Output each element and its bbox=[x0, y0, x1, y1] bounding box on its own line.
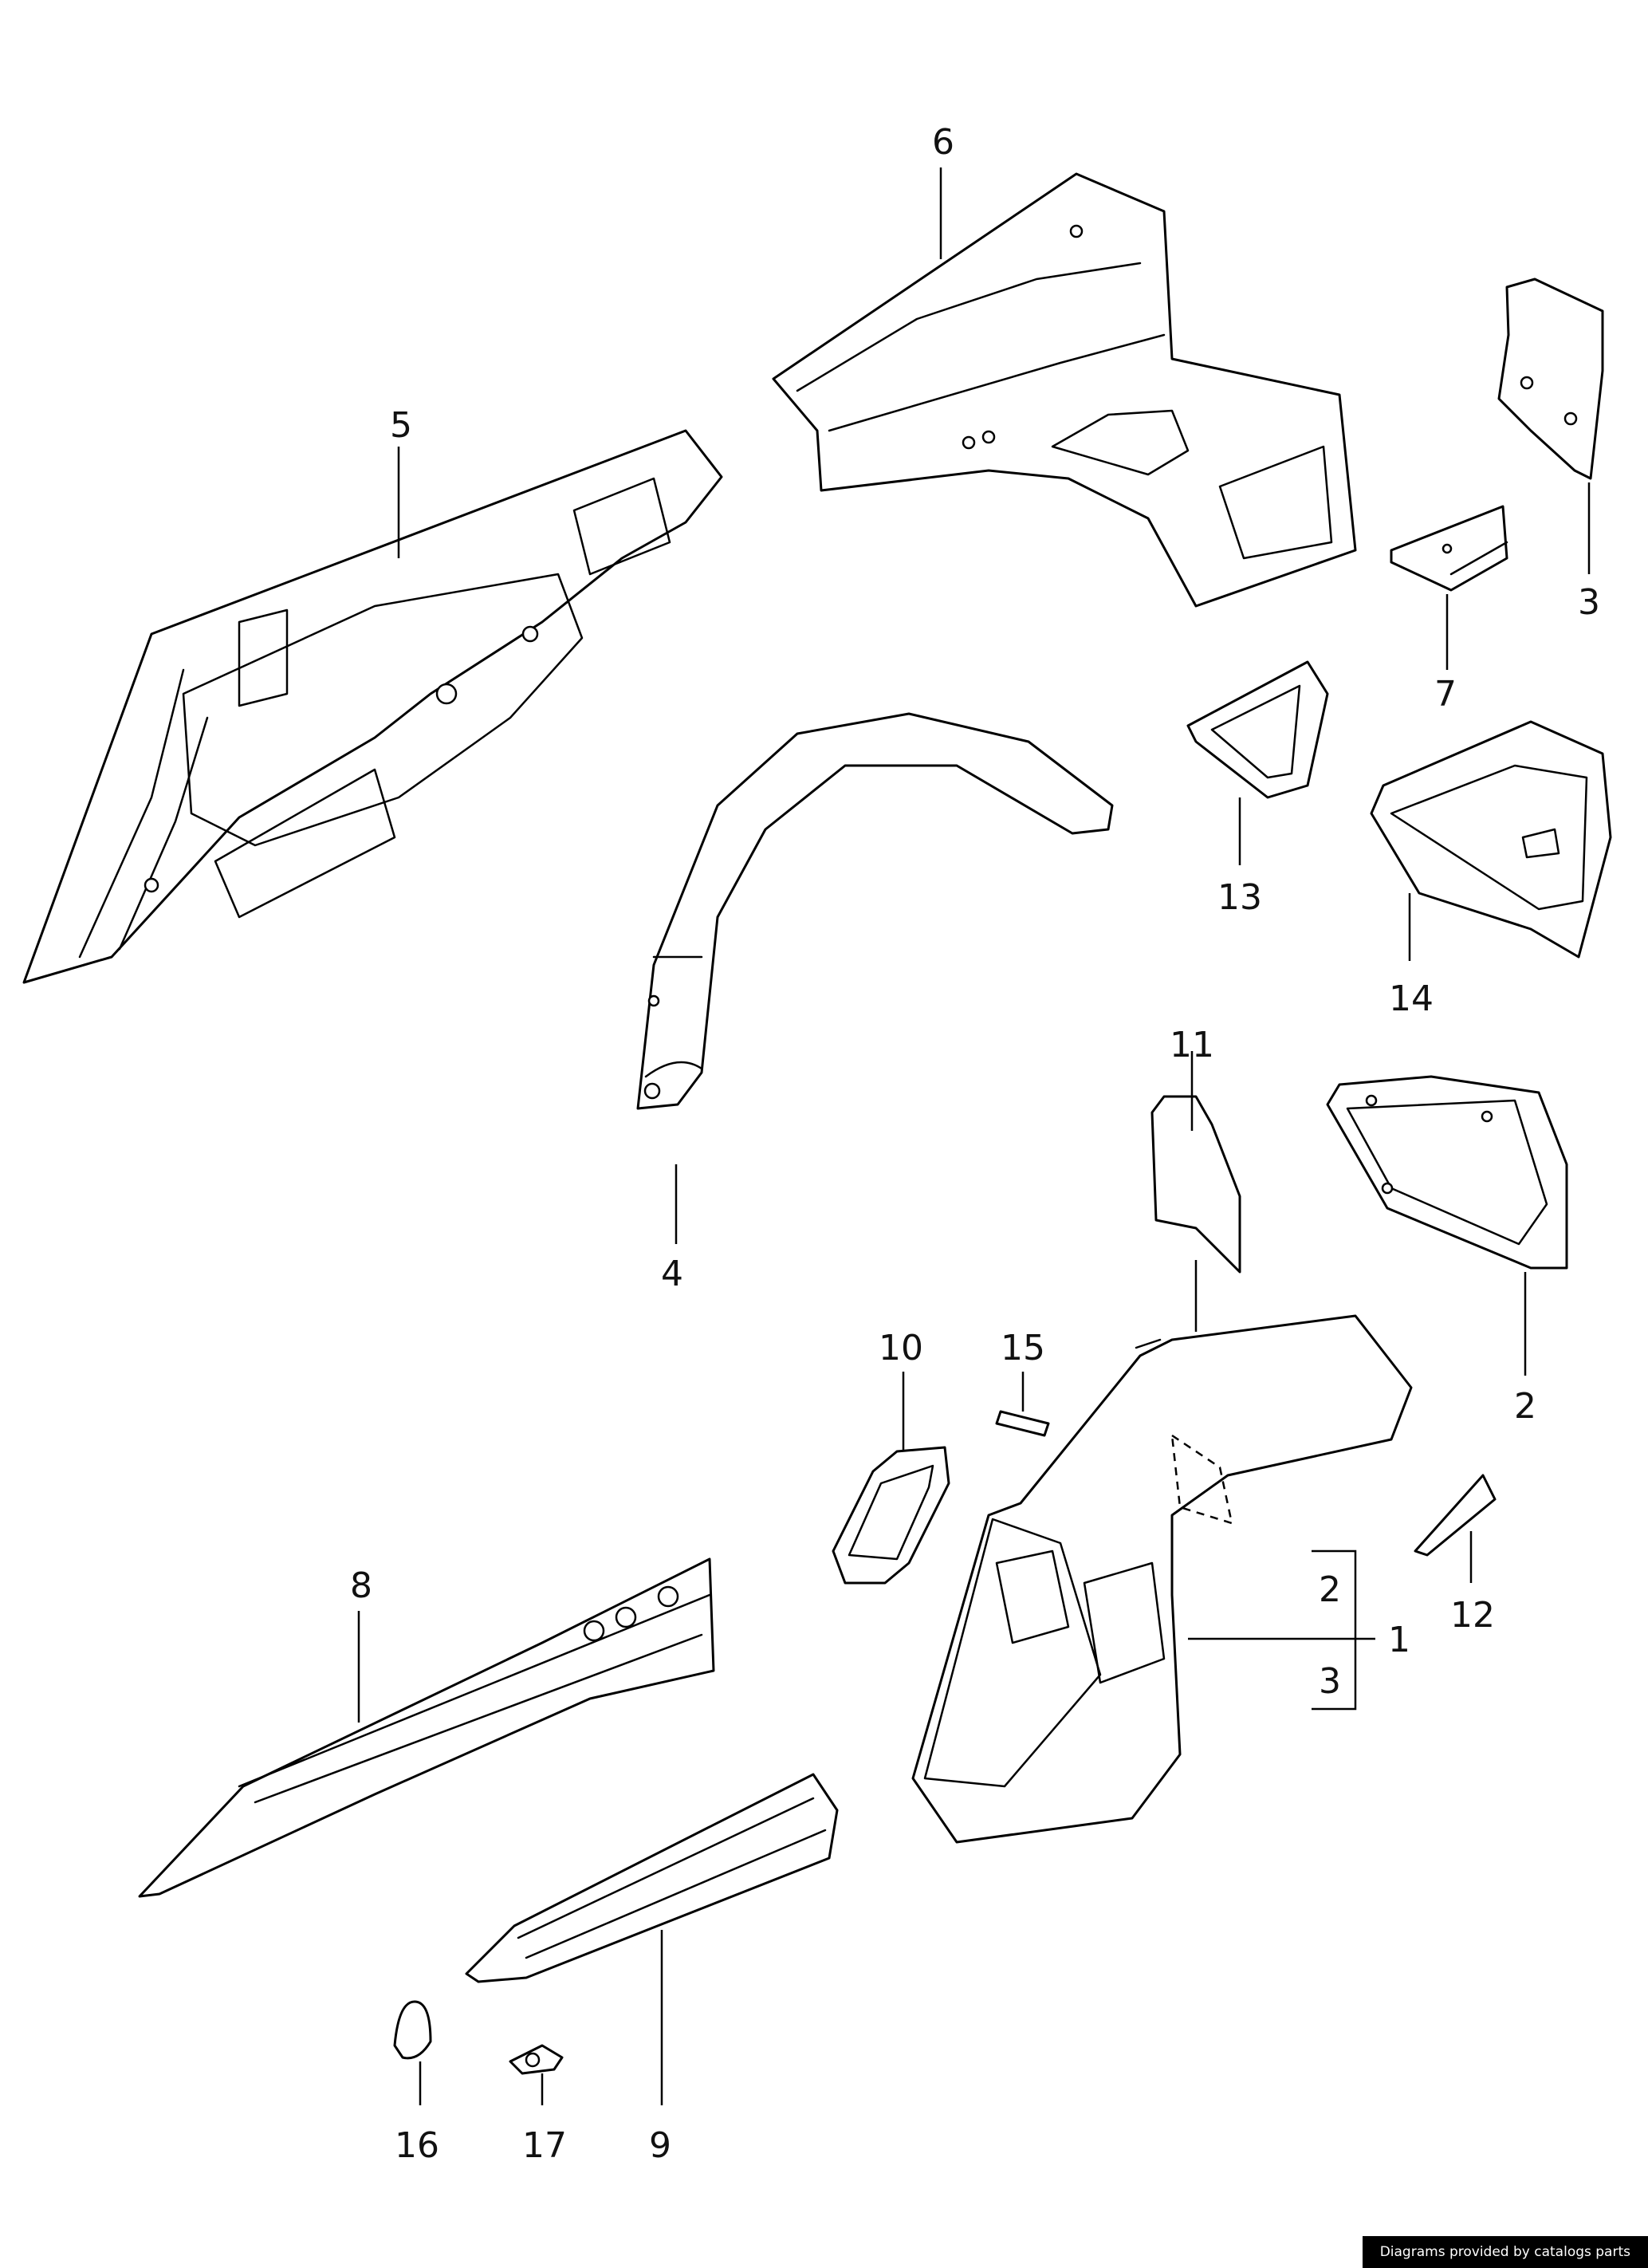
callout-7: 7 bbox=[1434, 674, 1457, 715]
part-10-gasket bbox=[832, 1446, 950, 1585]
credit-footer: Diagrams provided by catalogs parts bbox=[1362, 2236, 1648, 2268]
callout-8: 8 bbox=[350, 1565, 372, 1606]
part-2-panel bbox=[1326, 1075, 1568, 1270]
part-13-cover bbox=[1186, 660, 1329, 799]
callout-6: 6 bbox=[932, 122, 954, 163]
part-14-cover bbox=[1370, 720, 1612, 959]
callout-11: 11 bbox=[1170, 1025, 1214, 1065]
callout-5: 5 bbox=[390, 405, 412, 446]
part-5-inner-quarter-panel bbox=[22, 429, 723, 984]
callout-15: 15 bbox=[1001, 1328, 1045, 1368]
sub-callout-2: 2 bbox=[1319, 1569, 1341, 1610]
part-12-strip bbox=[1414, 1474, 1497, 1557]
callout-1: 1 bbox=[1388, 1620, 1410, 1660]
callout-labels: 1 2 3 4 5 6 7 8 9 10 11 12 13 14 15 16 1… bbox=[350, 122, 1600, 2166]
part-9-sill-outer bbox=[465, 1773, 839, 1983]
part-3-bracket bbox=[1497, 278, 1604, 480]
callout-3: 3 bbox=[1578, 582, 1600, 623]
part-15-clip bbox=[995, 1410, 1050, 1437]
callout-9: 9 bbox=[649, 2125, 671, 2166]
leader-lines bbox=[357, 167, 1591, 2105]
part-16-plug bbox=[393, 2000, 432, 2060]
part-11-panel bbox=[1150, 1095, 1241, 1274]
callout-4: 4 bbox=[661, 1254, 683, 1294]
callout-12: 12 bbox=[1450, 1595, 1495, 1636]
part-8-sill-inner bbox=[138, 1557, 715, 1898]
part-6-wheelhouse bbox=[772, 172, 1357, 608]
part-7-plate bbox=[1390, 505, 1508, 592]
sub-callout-3: 3 bbox=[1319, 1661, 1341, 1702]
callout-2: 2 bbox=[1514, 1386, 1536, 1427]
callout-17: 17 bbox=[522, 2125, 567, 2166]
part-4-wheel-arch bbox=[636, 712, 1114, 1110]
callout-16: 16 bbox=[395, 2125, 439, 2166]
callout-13: 13 bbox=[1217, 877, 1262, 918]
part-17-grommet bbox=[509, 2044, 564, 2075]
callout-14: 14 bbox=[1389, 978, 1434, 1019]
part-1-quarter-panel bbox=[911, 1314, 1413, 1844]
callout-10: 10 bbox=[879, 1328, 923, 1368]
